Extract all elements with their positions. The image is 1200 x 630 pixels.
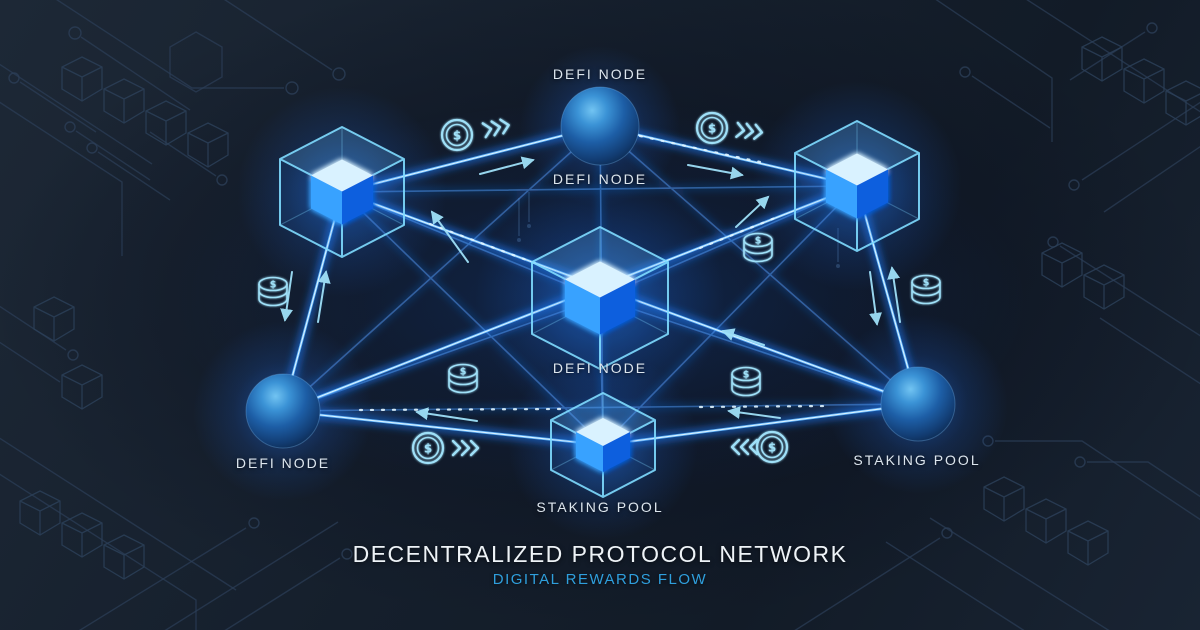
flow-arrow-icon [317,270,331,323]
cube-node-center [531,226,669,370]
cube-node-bottom [550,392,656,498]
flow-arrow-icon [735,195,770,228]
label-staking-pool-right: STAKING POOL [853,452,981,468]
label-staking-pool-bottom: STAKING POOL [536,499,664,515]
cube-node-top-left [279,126,405,258]
flow-arrow-icon [687,164,744,180]
flow-arrow-icon [727,406,781,419]
data-particles [358,134,832,412]
flow-arrow-icon [479,156,535,175]
nodes [245,86,956,498]
label-defi-node-upper: DEFI NODE [552,171,648,187]
flow-arrow-icon [415,407,478,422]
page-title: DECENTRALIZED PROTOCOL NETWORK [352,541,848,567]
title-block: DECENTRALIZED PROTOCOL NETWORK DIGITAL R… [0,540,1200,591]
page-subtitle: DIGITAL REWARDS FLOW [492,571,708,588]
label-defi-node-top: DEFI NODE [552,66,648,82]
sphere-node-right [880,366,956,442]
cube-node-top-right [794,120,920,252]
flow-arrow-icon [887,266,901,323]
sphere-node-left [245,373,321,449]
label-defi-node-center: DEFI NODE [552,360,648,376]
flow-arrow-icon [430,210,469,263]
flow-arrow-icon [280,271,294,322]
flow-arrow-icon [869,271,882,326]
sphere-node-top [560,86,640,166]
flow-arrows [280,156,901,422]
flow-arrow-icon [721,328,765,346]
label-defi-node-left: DEFI NODE [235,455,331,471]
